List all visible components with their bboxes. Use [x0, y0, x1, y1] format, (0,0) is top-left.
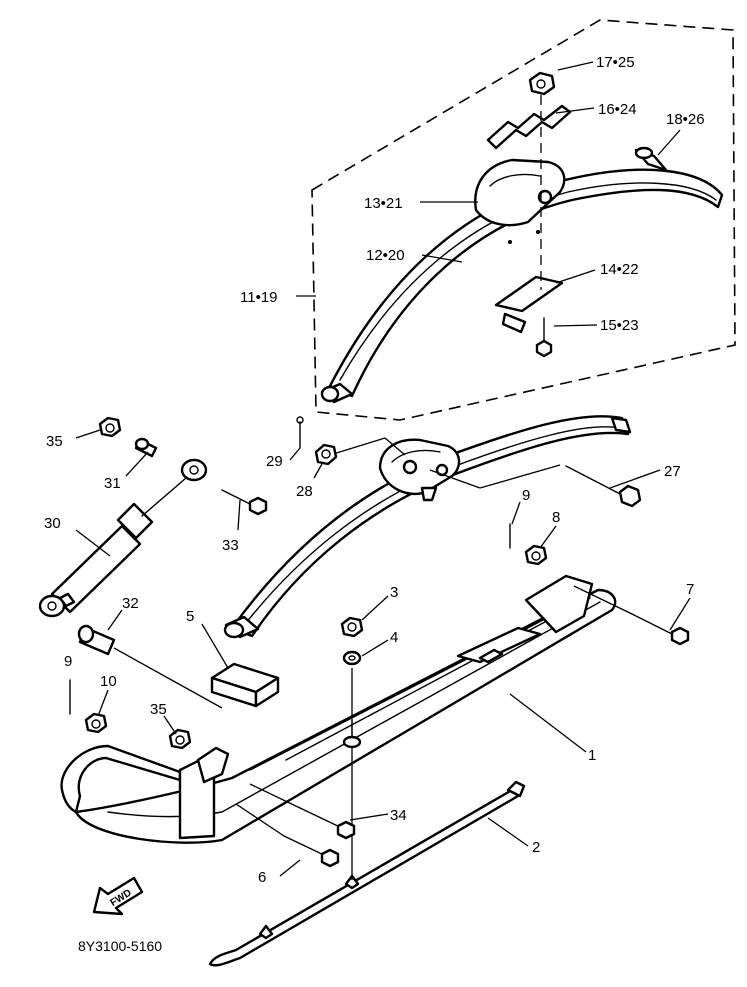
cotter-axis-b	[384, 437, 406, 456]
callout-16-24: 16•24	[598, 101, 637, 118]
callout-10: 10	[100, 673, 117, 690]
bolt-34	[299, 807, 356, 840]
callout-28: 28	[296, 483, 313, 500]
callout-12-20: 12•20	[366, 247, 405, 264]
spring-bolt-axis	[429, 469, 481, 489]
ski-1	[60, 574, 617, 844]
leader-32	[107, 609, 123, 631]
callout-14-22: 14•22	[600, 261, 639, 278]
leader-1	[509, 693, 587, 753]
callout-31: 31	[104, 475, 121, 492]
drawing-code: 8Y3100-5160	[78, 938, 162, 954]
callout-7: 7	[686, 581, 694, 598]
leader-18-26	[657, 129, 681, 156]
main-spring-seat	[378, 438, 461, 502]
inset-clamp-plate	[486, 104, 572, 150]
nut-8	[524, 544, 548, 566]
leader-34	[349, 813, 389, 821]
callout-8: 8	[552, 509, 560, 526]
callout-34: 34	[390, 807, 407, 824]
nut-10	[84, 712, 108, 734]
fwd-arrow-icon: FWD	[92, 876, 144, 916]
leader-17-25	[557, 61, 594, 71]
washer-4	[342, 650, 362, 666]
leader-10	[97, 689, 109, 717]
bolt-6	[283, 835, 340, 868]
bolt-33	[221, 489, 268, 516]
spring-bolt-axis-b	[479, 464, 561, 489]
leader-8	[539, 525, 557, 549]
leader-3	[361, 595, 389, 621]
collar-31	[134, 437, 158, 458]
leader-31	[125, 451, 149, 477]
inset-lower-bracket	[494, 275, 564, 334]
shock-lower-axis	[113, 647, 223, 709]
callout-13-21: 13•21	[364, 195, 403, 212]
callout-35-upper: 35	[46, 433, 63, 450]
leader-16-24	[555, 107, 595, 114]
inset-boundary	[311, 19, 736, 421]
callout-27: 27	[664, 463, 681, 480]
leader-28	[313, 463, 323, 479]
callout-17-25b: 17•25	[596, 54, 635, 71]
inset-spacer-collar	[634, 146, 668, 172]
leader-9b	[511, 501, 521, 525]
leader-35a	[75, 429, 101, 439]
callout-33: 33	[222, 537, 239, 554]
cotter-pin-29	[296, 416, 304, 449]
callout-9-right: 9	[522, 487, 530, 504]
cotter-axis	[329, 437, 386, 456]
leader-5	[201, 623, 229, 669]
bracket-5	[210, 662, 280, 708]
nut-28	[314, 443, 338, 466]
callout-6: 6	[258, 869, 266, 886]
leader-33	[237, 499, 241, 531]
inset-spring-seat	[474, 158, 566, 227]
callout-35-lower: 35	[150, 701, 167, 718]
leader-6	[279, 859, 301, 877]
bolt-34-axis	[249, 783, 301, 809]
bolt-7-axis	[573, 585, 633, 615]
callout-30: 30	[44, 515, 61, 532]
leader-12-20	[421, 254, 463, 263]
leader-30	[75, 529, 111, 557]
callout-2: 2	[532, 839, 540, 856]
leader-35b	[163, 715, 177, 735]
callout-3: 3	[390, 584, 398, 601]
shock-absorber-30	[38, 458, 208, 618]
callout-4: 4	[390, 629, 398, 646]
nut-35-lower	[168, 728, 192, 750]
inset-nut-top	[528, 71, 556, 96]
leader-15-23	[553, 324, 598, 327]
bolt-6-axis	[235, 803, 285, 837]
inset-bolt	[535, 317, 553, 358]
leader-14-22	[555, 269, 596, 284]
callout-32: 32	[122, 595, 139, 612]
through-bolt-27	[565, 465, 642, 508]
leader-29	[289, 447, 301, 461]
callout-18-26: 18•26	[666, 111, 705, 128]
bolt-7	[631, 613, 690, 646]
callout-11-19: 11•19	[240, 289, 278, 306]
callout-15-23: 15•23	[600, 317, 639, 334]
leader-27	[609, 469, 661, 489]
callout-29: 29	[266, 453, 283, 470]
leader-4	[361, 639, 389, 657]
ski-mount-hole	[342, 735, 362, 749]
nut-35-upper	[98, 416, 122, 438]
collar-32	[77, 624, 116, 656]
runner-2	[208, 780, 526, 967]
leader-7	[669, 597, 691, 631]
callout-1: 1	[588, 747, 596, 764]
callout-9-left: 9	[64, 653, 72, 670]
callout-5: 5	[186, 608, 194, 625]
leader-2	[487, 817, 529, 847]
nut-3	[340, 616, 364, 638]
